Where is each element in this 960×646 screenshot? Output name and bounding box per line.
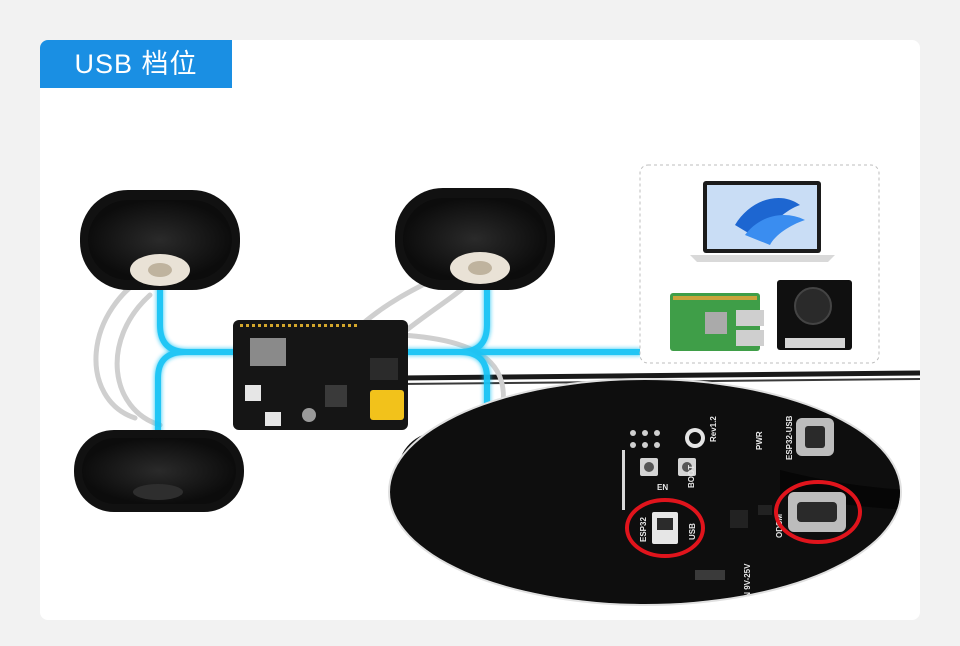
label-esp32-usb: ESP32-USB xyxy=(785,415,794,460)
raspberry-pi-board-icon xyxy=(670,293,764,351)
zoomed-board-inset: Rev1.2 PWR ESP32-USB BOOT EN ESP32 USB O… xyxy=(388,378,902,606)
page-title: USB 档位 xyxy=(40,40,232,88)
label-esp32: ESP32 xyxy=(639,517,648,542)
usb-cable-black xyxy=(399,370,920,381)
usb-connection-path xyxy=(155,269,643,435)
battery-connector xyxy=(370,390,404,420)
label-rev: Rev1.2 xyxy=(709,416,718,442)
host-devices-panel xyxy=(639,164,880,364)
highlight-ring-usb-port xyxy=(774,480,862,544)
wheel-rear-left xyxy=(74,430,244,512)
laptop-icon xyxy=(690,181,835,262)
label-in-voltage: IN 9V-25V xyxy=(743,563,752,600)
label-usb: USB xyxy=(688,523,697,540)
label-boot: BOOT xyxy=(687,465,696,488)
label-pwr: PWR xyxy=(755,431,764,450)
content-card: USB 档位 xyxy=(40,40,920,620)
label-en: EN xyxy=(657,483,668,492)
jetson-module-icon xyxy=(777,280,852,350)
highlight-ring-switch xyxy=(625,498,705,558)
wheel-front-left xyxy=(80,190,240,290)
wheel-front-right xyxy=(395,188,555,290)
robot-wiring-illustration: Rev1.2 PWR ESP32-USB BOOT EN ESP32 USB O… xyxy=(74,164,920,606)
driver-board xyxy=(233,320,408,430)
